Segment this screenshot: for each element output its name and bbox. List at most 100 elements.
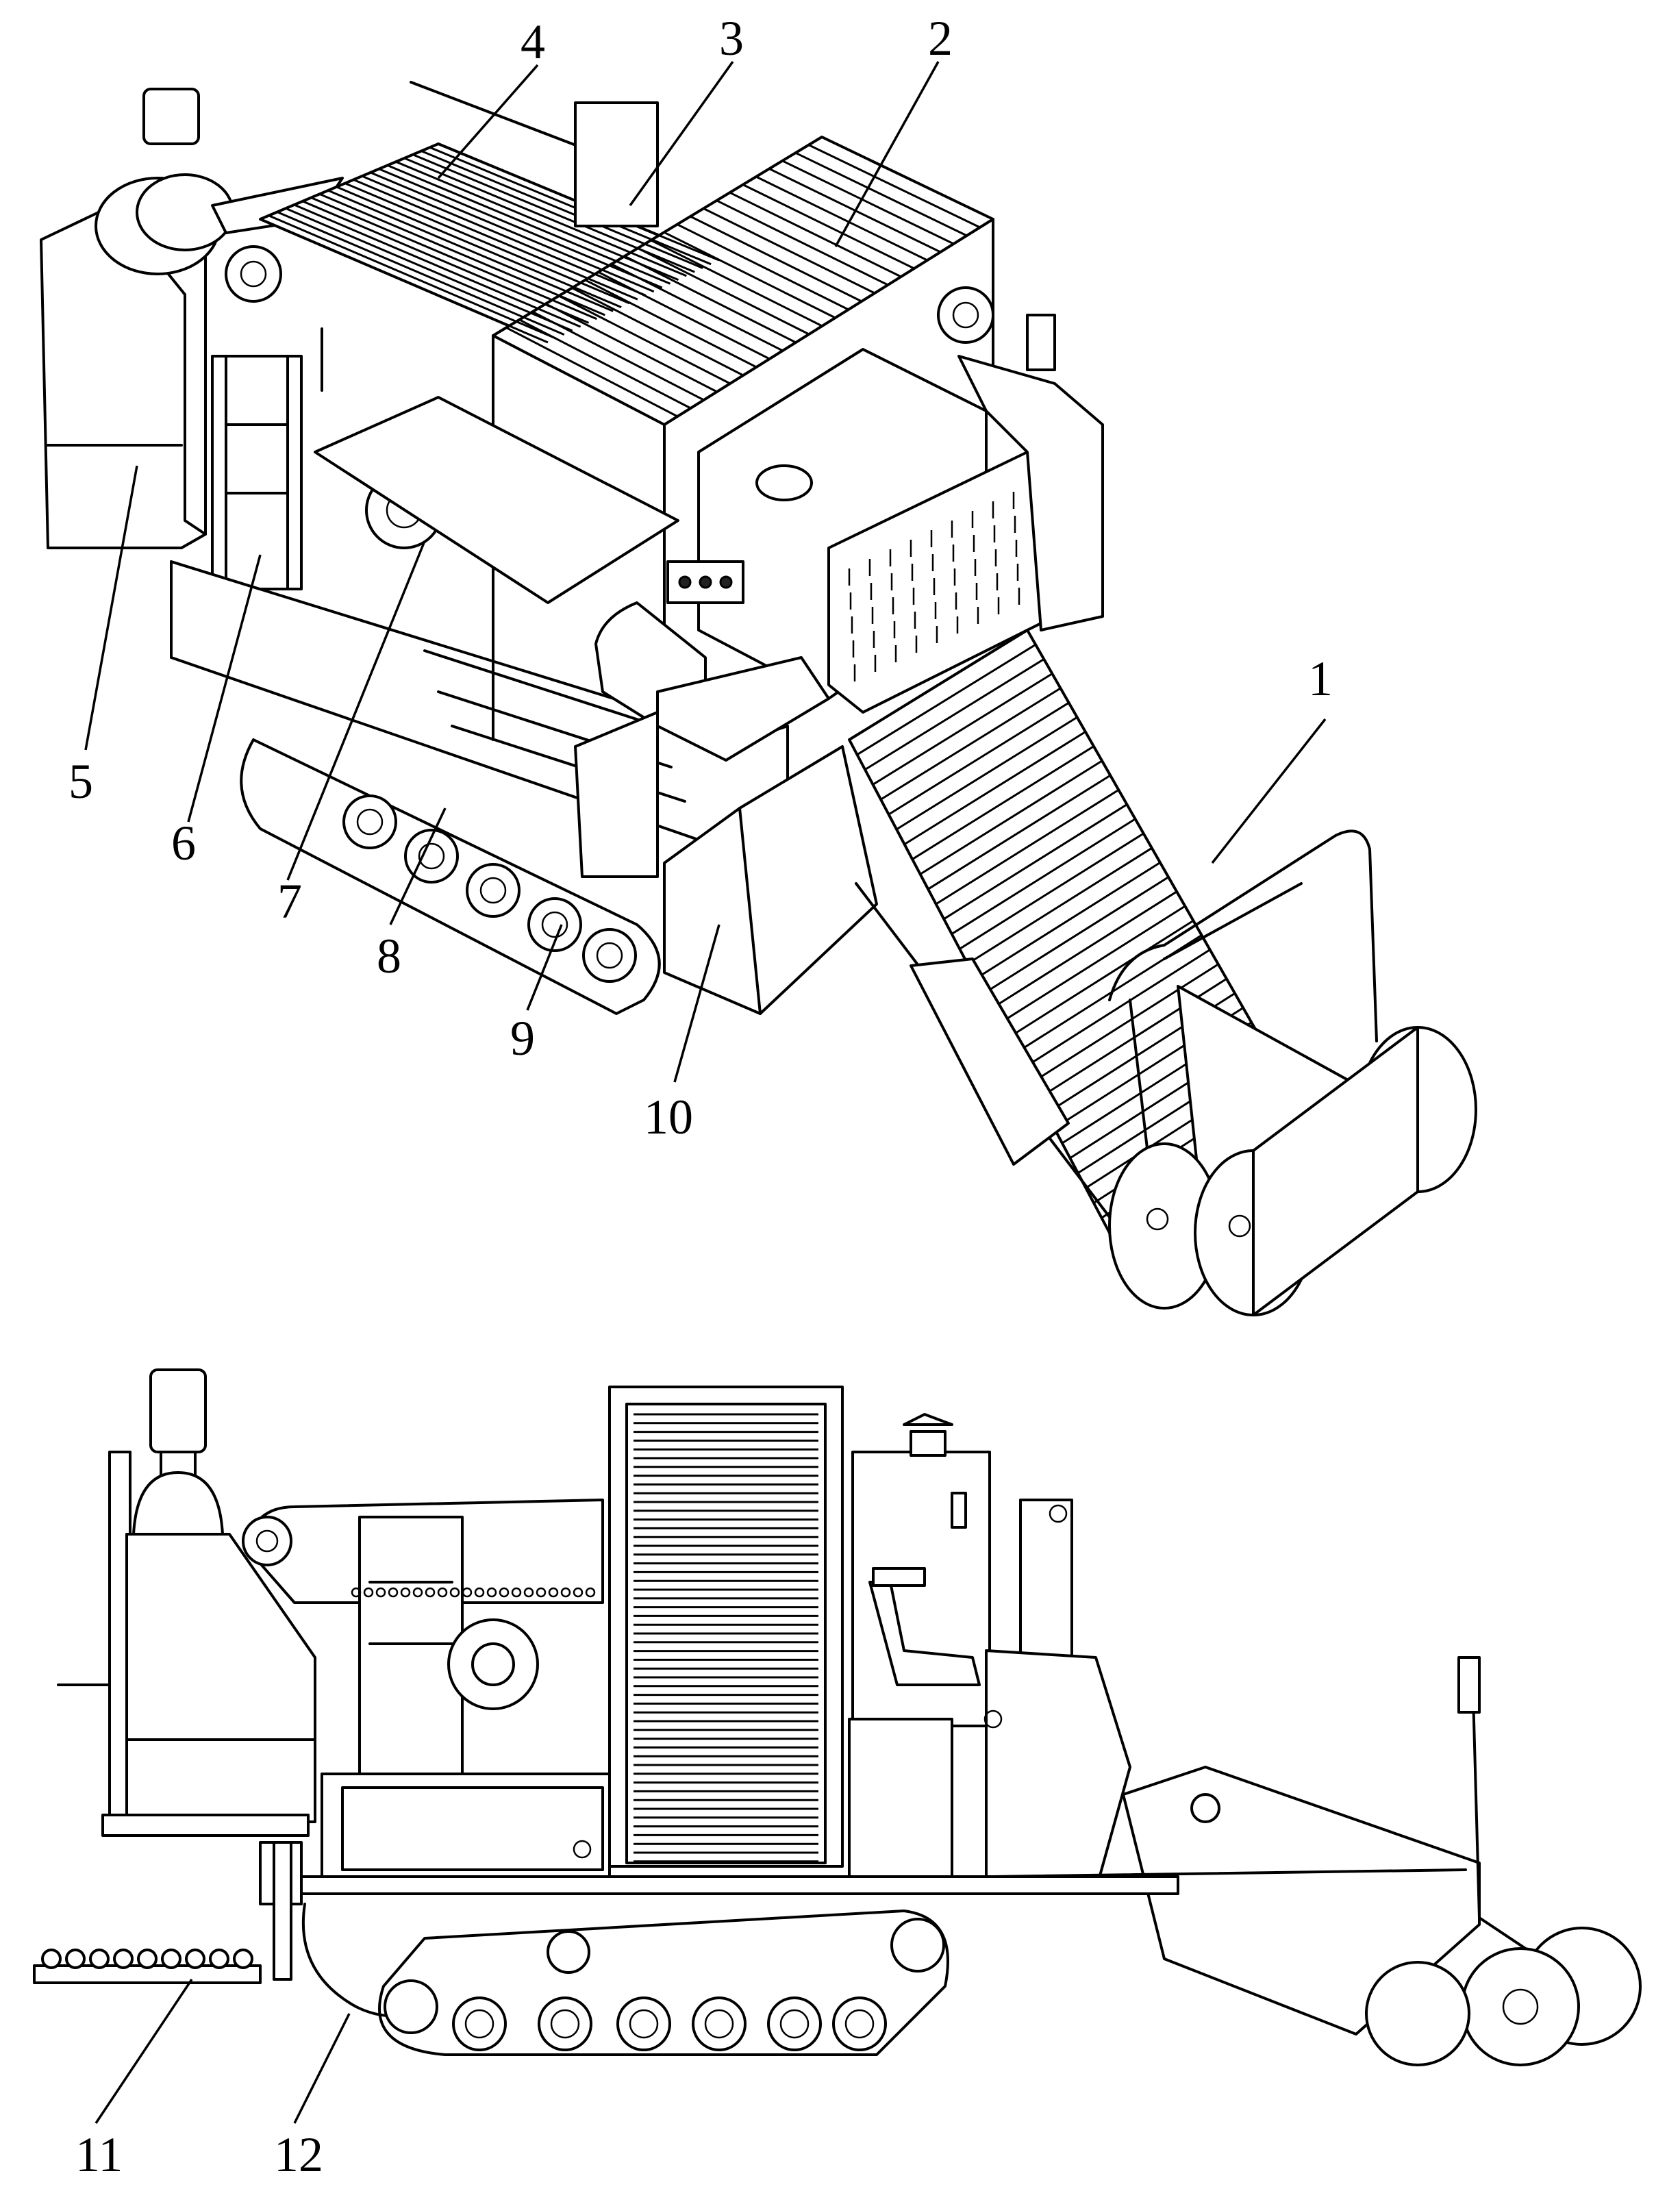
grate-bar	[716, 199, 889, 286]
grate-bar	[856, 643, 1036, 756]
grate-bar	[880, 687, 1062, 801]
callout-10: 10	[644, 1090, 693, 1144]
fan-engine	[95, 88, 344, 275]
grate-bar	[611, 263, 783, 352]
callout-4: 4	[521, 14, 545, 69]
chain-link	[560, 1587, 571, 1598]
grate-bar	[319, 192, 605, 316]
callout-leaders	[84, 60, 1327, 2124]
grate-bar	[703, 208, 875, 295]
side-engine	[132, 1368, 224, 1536]
grate-bar	[277, 211, 565, 336]
chain-link	[573, 1587, 584, 1598]
grate-bar	[951, 818, 1136, 935]
grate-bar	[1030, 963, 1219, 1085]
road-wheel-hub	[779, 2009, 810, 2039]
grate-bar	[637, 247, 810, 336]
road-wheel	[832, 1996, 887, 2051]
grate-bar	[872, 673, 1053, 786]
chain-link	[474, 1587, 485, 1598]
callout-3: 3	[719, 11, 744, 66]
roller	[209, 1949, 229, 1969]
grate-bar	[888, 701, 1070, 816]
callout-8: 8	[377, 929, 401, 984]
chain-link	[499, 1587, 510, 1598]
grate-bar	[959, 832, 1144, 950]
roller	[65, 1949, 86, 1969]
side-vertical-elevator	[608, 1386, 844, 1868]
chain-link	[462, 1587, 473, 1598]
operator-seat	[574, 560, 830, 878]
grate-bar	[353, 178, 638, 301]
grate-bar	[808, 144, 981, 229]
roller	[137, 1949, 158, 1969]
road-wheel	[767, 1996, 822, 2051]
grate-bar	[1022, 949, 1211, 1070]
chain-link	[585, 1587, 596, 1598]
grate-bar	[982, 876, 1169, 995]
grate-bar	[1006, 919, 1194, 1040]
grate-bar	[729, 191, 902, 278]
side-view	[33, 1368, 1642, 2066]
grate-bar	[370, 171, 655, 293]
middle-conveyor	[314, 396, 679, 604]
front-wheels	[1108, 1026, 1477, 1316]
grate-bar	[677, 223, 849, 311]
grate-bar	[821, 136, 994, 221]
grate-bar	[903, 731, 1086, 846]
grate-bar	[302, 200, 590, 324]
grate-bar	[864, 658, 1045, 771]
grate-bar	[896, 716, 1078, 831]
grate-bar	[794, 151, 968, 237]
road-wheel-hub	[629, 2009, 659, 2039]
callout-labels: 1 2 3 4 5 6 7 8 9 10 11 12	[68, 11, 1333, 2182]
grate-bar	[584, 279, 757, 368]
road-wheel-hub	[844, 2009, 875, 2039]
grate-bar	[327, 189, 614, 312]
grate-bar	[663, 231, 836, 319]
grate-bar	[935, 789, 1120, 905]
road-wheel-hub	[464, 2009, 494, 2039]
grate-bar	[421, 150, 703, 269]
grate-bar	[378, 168, 663, 289]
roller	[113, 1949, 134, 1969]
grate-bar	[624, 255, 797, 344]
grate-bar	[755, 175, 928, 262]
grate-bar	[975, 862, 1161, 980]
grate-bar	[943, 803, 1128, 921]
grate-bar	[927, 774, 1112, 890]
callout-9: 9	[510, 1011, 535, 1066]
grate-bar	[260, 218, 549, 344]
callout-12: 12	[274, 2127, 323, 2182]
road-wheel	[452, 1996, 507, 2051]
grate-bar	[597, 271, 770, 360]
chain-link	[511, 1587, 522, 1598]
side-lower-body	[321, 1773, 611, 1878]
crawler-track-iso	[240, 738, 661, 1015]
grate-bar	[403, 157, 687, 277]
roller	[41, 1949, 62, 1969]
grate-bar	[293, 203, 581, 328]
grate-bar	[690, 215, 862, 303]
roller	[233, 1949, 253, 1969]
road-wheel	[538, 1996, 592, 2051]
chain-link	[388, 1587, 399, 1598]
grate-bar	[361, 175, 647, 297]
grate-bar	[336, 186, 622, 308]
side-top-belt	[242, 1499, 604, 1792]
side-digging-assembly	[983, 1649, 1642, 2066]
road-wheel	[616, 1996, 671, 2051]
callout-6: 6	[171, 816, 196, 871]
side-outlet-conveyor	[33, 1841, 292, 1984]
grate-bar	[650, 239, 823, 327]
roller	[89, 1949, 110, 1969]
chain-link	[449, 1587, 460, 1598]
grate-bar	[344, 182, 630, 305]
chain-link	[425, 1587, 436, 1598]
road-wheel	[692, 1996, 747, 2051]
roller	[161, 1949, 181, 1969]
front-wall-box	[663, 745, 878, 1015]
engine-cabinet	[697, 314, 1104, 714]
grate-bar	[268, 214, 557, 340]
